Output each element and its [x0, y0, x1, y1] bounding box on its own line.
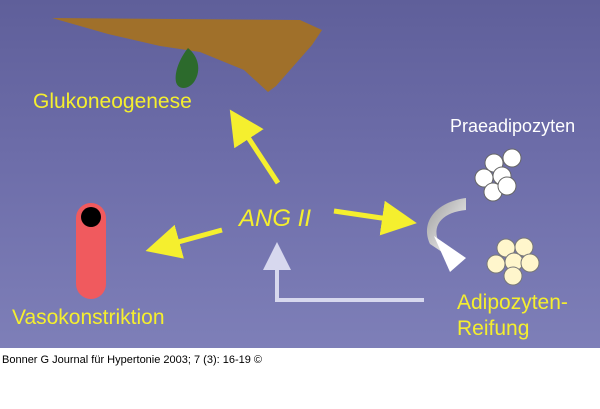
label-adipozyten-line1: Adipozyten-	[457, 291, 568, 314]
label-vasokonstriktion: Vasokonstriktion	[12, 306, 165, 329]
preadipocyte-cluster-icon	[474, 148, 522, 202]
gallbladder-icon	[175, 48, 199, 88]
diagram-slide: ANG II Glukoneogenese Vasokonstriktion P…	[0, 0, 600, 348]
diagram-artwork	[52, 18, 540, 302]
label-glukoneogenese: Glukoneogenese	[33, 90, 192, 113]
blood-vessel-icon	[76, 203, 106, 299]
citation-footer: Bonner G Journal für Hypertonie 2003; 7 …	[2, 354, 263, 366]
label-adipozyten-line2: Reifung	[457, 317, 530, 340]
curved-arrow-icon	[427, 198, 466, 272]
arrow-to-glukoneogenese	[229, 109, 281, 185]
mature-adipocyte-cluster-icon	[486, 237, 540, 286]
liver-icon	[52, 18, 322, 92]
label-praeadipozyten: Praeadipozyten	[450, 116, 576, 136]
arrow-to-adipozyten	[333, 200, 417, 236]
feedback-arrow-icon	[263, 242, 424, 302]
arrow-to-vasokonstriktion	[145, 224, 223, 259]
center-label-ang-ii: ANG II	[239, 205, 312, 232]
